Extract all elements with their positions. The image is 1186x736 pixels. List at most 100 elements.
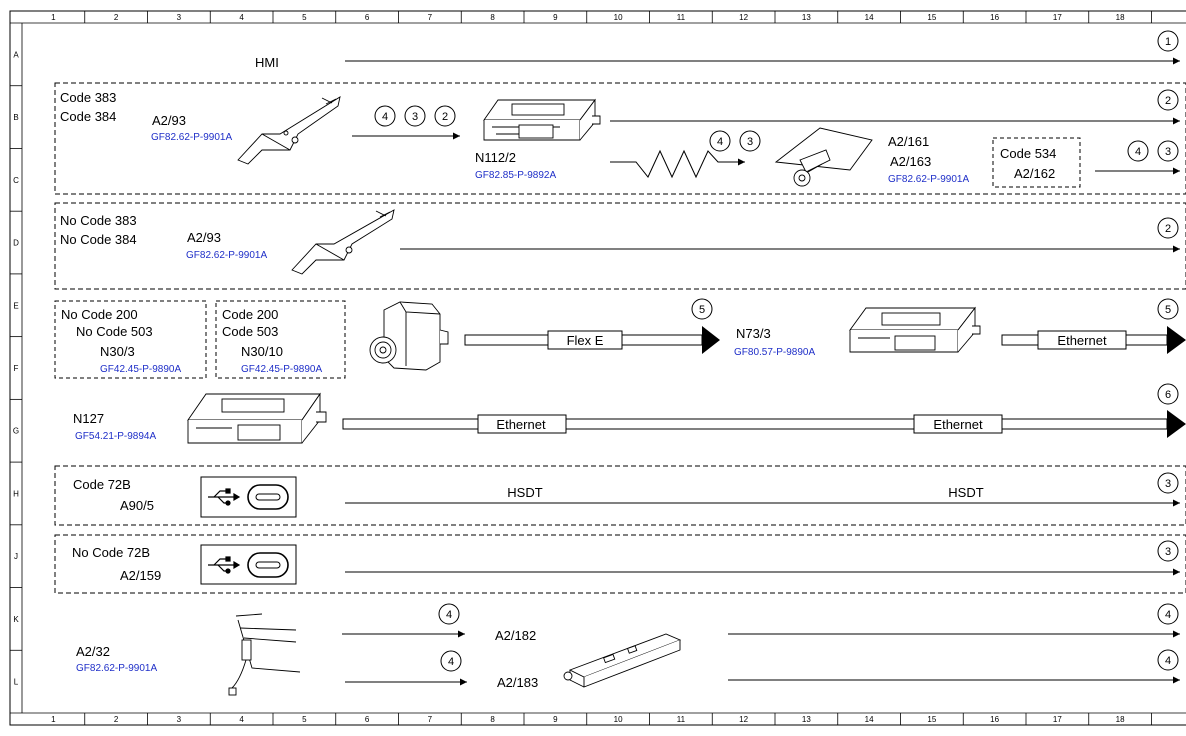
svg-text:4: 4: [1135, 146, 1141, 158]
a2-183-label: A2/183: [497, 675, 538, 690]
code-200-503-group: [215, 300, 346, 379]
grid-column-label: 7: [428, 715, 433, 724]
n127-ref: GF54.21-P-9894A: [75, 431, 156, 442]
antenna-strip-icon: [237, 96, 341, 165]
antenna-board-icon: [774, 127, 873, 187]
grid-row-label: K: [13, 615, 19, 624]
grid-row-label: J: [14, 552, 18, 561]
usb-port-icon: [200, 476, 297, 518]
grid-column-label: 4: [239, 715, 244, 724]
grid-row-label: H: [13, 489, 19, 498]
svg-text:4: 4: [382, 111, 388, 123]
no-code-383-384-group: [54, 202, 1186, 290]
flex-e-label: Flex E: [567, 333, 604, 348]
grid-column-label: 3: [177, 715, 182, 724]
ethernet-box: [477, 414, 567, 434]
grid-column-label: 2: [114, 715, 119, 724]
marker-circle: 3: [739, 130, 761, 152]
grid-row-label: E: [13, 301, 18, 310]
grid-column-label: 11: [677, 13, 686, 22]
svg-text:3: 3: [412, 111, 418, 123]
grid-row-label: D: [13, 239, 19, 248]
code-383-384-group: [54, 82, 1186, 195]
code-503-label: Code 503: [222, 324, 278, 339]
hmi-label: HMI: [255, 55, 279, 70]
a2-159-label: A2/159: [120, 568, 161, 583]
grid-column-label: 9: [553, 13, 558, 22]
marker-circle: 5: [691, 298, 713, 320]
no-code-503-label: No Code 503: [76, 324, 153, 339]
a2-162-label: A2/162: [1014, 166, 1055, 181]
a2-93-ref: GF82.62-P-9901A: [151, 132, 232, 143]
grid-column-label: 1: [51, 13, 56, 22]
grid-column-label: 5: [302, 715, 307, 724]
marker-circle: 3: [404, 105, 426, 127]
antenna-bar-icon: [563, 633, 682, 688]
code-72b-label: Code 72B: [73, 477, 131, 492]
svg-text:5: 5: [1165, 304, 1171, 316]
grid-column-label: 13: [802, 715, 811, 724]
no-code-200-label: No Code 200: [61, 307, 138, 322]
grid-column-label: 14: [865, 13, 874, 22]
marker-circle: 2: [1157, 89, 1179, 111]
ethernet-arrow: [1167, 326, 1186, 354]
a2-182-label: A2/182: [495, 628, 536, 643]
grid-column-label: 6: [365, 13, 370, 22]
a2-161-ref: GF82.62-P-9901A: [888, 174, 969, 185]
flex-e-arrow: [702, 326, 720, 354]
antenna-strip-icon: [291, 209, 395, 275]
drawing-frame: [9, 10, 1186, 726]
marker-circle: 1: [1157, 30, 1179, 52]
ethernet-label: Ethernet: [933, 417, 983, 432]
marker-circle: 3: [1157, 540, 1179, 562]
antenna-module-icon: [228, 613, 301, 696]
control-unit-icon: [483, 98, 601, 141]
no-code-72b-group: [54, 534, 1186, 594]
n112-2-label: N112/2: [475, 150, 516, 165]
marker-circle: 4: [1127, 140, 1149, 162]
n30-10-ref: GF42.45-P-9890A: [241, 364, 322, 375]
no-code-72b-label: No Code 72B: [72, 545, 150, 560]
grid-column-label: 9: [553, 715, 558, 724]
marker-circle: 4: [438, 603, 460, 625]
a2-163-label: A2/163: [890, 154, 931, 169]
grid-column-label: 8: [490, 715, 495, 724]
marker-circle: 4: [709, 130, 731, 152]
a2-32-label: A2/32: [76, 644, 110, 659]
grid-column-label: 18: [1116, 13, 1125, 22]
svg-text:1: 1: [1165, 36, 1171, 48]
column-grid-labels: 1122334455667788991010111112121313141415…: [51, 11, 1152, 725]
ethernet-bus-g: [342, 418, 1168, 430]
n30-10-label: N30/10: [241, 344, 283, 359]
svg-text:3: 3: [1165, 146, 1171, 158]
grid-row-label: A: [13, 50, 19, 59]
grid-row-label: B: [13, 113, 18, 122]
ethernet-box: [1037, 330, 1127, 350]
marker-circle: 4: [440, 650, 462, 672]
n73-3-label: N73/3: [736, 326, 771, 341]
marker-circle: 6: [1157, 383, 1179, 405]
no-code-384-label: No Code 384: [60, 232, 137, 247]
code-534-group: [992, 137, 1081, 188]
ethernet-box: [913, 414, 1003, 434]
svg-text:4: 4: [1165, 655, 1171, 667]
a2-93-label: A2/93: [152, 113, 186, 128]
code-383-label: Code 383: [60, 90, 116, 105]
svg-text:3: 3: [747, 136, 753, 148]
n30-3-label: N30/3: [100, 344, 135, 359]
grid-row-label: L: [14, 678, 19, 687]
marker-circle: 4: [1157, 603, 1179, 625]
n127-label: N127: [73, 411, 104, 426]
a2-93-mid-label: A2/93: [187, 230, 221, 245]
code-72b-group: [54, 465, 1186, 526]
svg-text:4: 4: [446, 609, 452, 621]
hsdt-label: HSDT: [948, 485, 983, 500]
hsdt-label: HSDT: [507, 485, 542, 500]
marker-circle: 4: [374, 105, 396, 127]
control-unit-icon: [849, 306, 981, 353]
grid-column-label: 3: [177, 13, 182, 22]
a90-5-label: A90/5: [120, 498, 154, 513]
a2-32-ref: GF82.62-P-9901A: [76, 663, 157, 674]
